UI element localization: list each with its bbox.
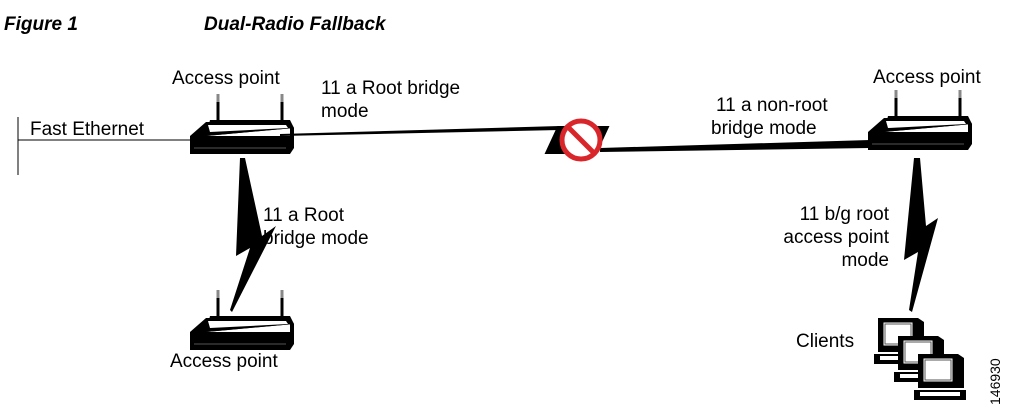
bridge-link <box>280 126 560 136</box>
label-line: bridge mode <box>711 118 817 139</box>
access-point-icon <box>866 88 974 152</box>
label-line: bridge mode <box>263 228 369 249</box>
access-point-label-right: Access point <box>873 67 981 88</box>
root-bridge-mode-label: 11 a Root bridge mode <box>321 77 460 123</box>
label-line: 11 b/g root <box>799 204 889 225</box>
clients-label: Clients <box>796 331 855 352</box>
access-point-icon <box>188 288 296 352</box>
label-line: access point <box>783 227 889 248</box>
figure-title: Dual-Radio Fallback <box>204 14 386 35</box>
fast-ethernet-label: Fast Ethernet <box>30 119 145 140</box>
workstation-icon <box>913 353 967 401</box>
label-line: 11 a non-root <box>716 95 828 116</box>
label-line: mode <box>321 101 369 122</box>
bridge-link-right <box>600 140 870 152</box>
prohibited-icon <box>544 118 610 162</box>
non-root-bridge-mode-label: 11 a non-root bridge mode <box>711 94 828 140</box>
label-line: 11 a Root bridge <box>321 78 461 99</box>
figure-id: 146930 <box>987 358 1003 405</box>
access-point-label-left: Access point <box>172 68 280 89</box>
access-point-label-bottom: Access point <box>170 351 278 372</box>
label-line: mode <box>841 250 889 271</box>
figure-number: Figure 1 <box>4 14 78 35</box>
bg-root-access-point-label: 11 b/g root access point mode <box>745 203 889 272</box>
wireless-root-bridge-label: 11 a Root bridge mode <box>263 204 369 250</box>
lightning-bolt-icon <box>230 158 276 312</box>
access-point-icon <box>188 92 296 156</box>
label-line: 11 a Root <box>263 205 344 226</box>
lightning-bolt-icon <box>904 158 938 312</box>
